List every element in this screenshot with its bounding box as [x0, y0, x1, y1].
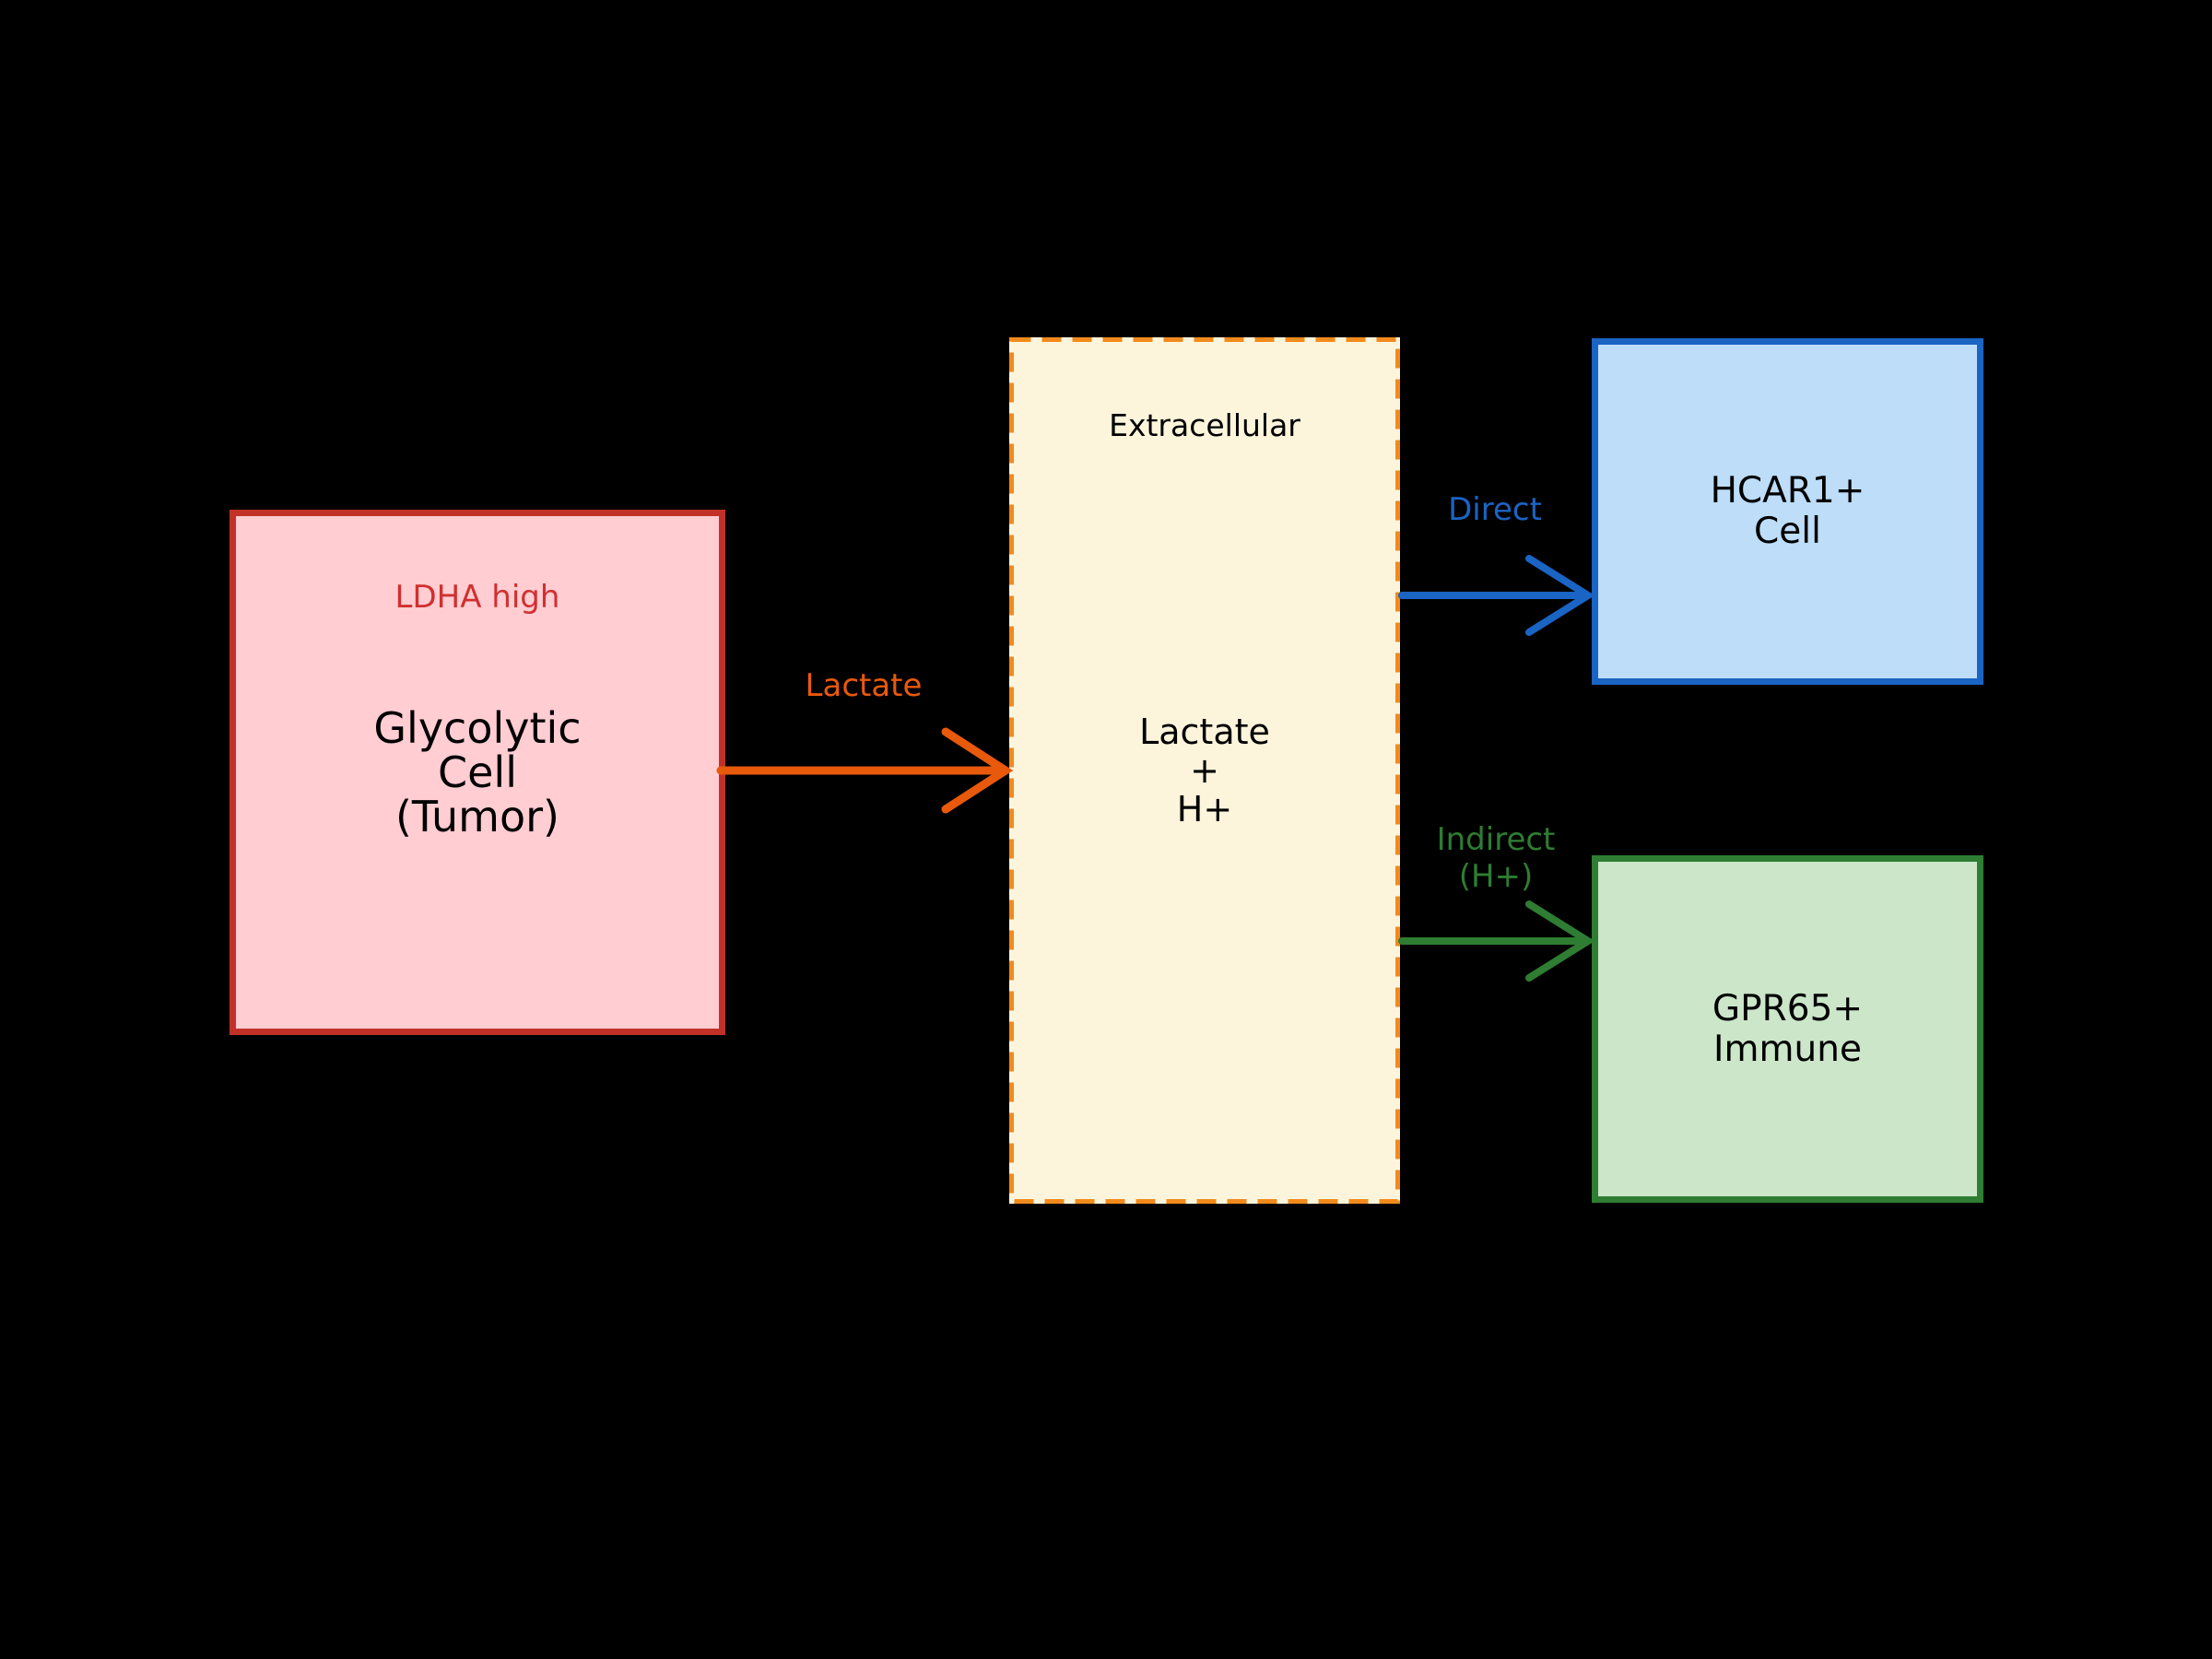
extracellular-space-box: Extracellular Lactate + H+ [1009, 337, 1400, 1204]
hcar1-cell-label: HCAR1+ Cell [1710, 470, 1865, 552]
extracellular-lactate-label: Lactate + H+ [1139, 712, 1270, 830]
direct-arrow-icon [1398, 555, 1595, 636]
tumor-cell-label: Glycolytic Cell (Tumor) [373, 703, 582, 841]
hcar1-cell-box: HCAR1+ Cell [1592, 338, 1983, 685]
gpr65-immune-box: GPR65+ Immune [1592, 855, 1983, 1203]
lactate-arrow-label: Lactate [805, 667, 923, 704]
direct-arrow-label: Direct [1448, 491, 1542, 528]
indirect-arrow-icon [1398, 900, 1595, 982]
ldha-high-annotation: LDHA high [394, 579, 560, 616]
tumor-cell-box: LDHA high Glycolytic Cell (Tumor) [229, 510, 725, 1035]
extracellular-title: Extracellular [1109, 407, 1300, 443]
indirect-arrow-label: Indirect (H+) [1436, 821, 1556, 895]
lactate-arrow-icon [716, 727, 1014, 814]
gpr65-immune-label: GPR65+ Immune [1712, 987, 1864, 1070]
